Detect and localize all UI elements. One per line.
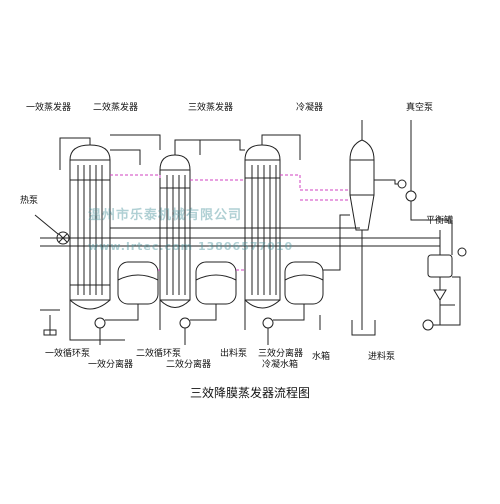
process-piping [40,134,467,345]
label-effect3-evaporator: 三效蒸发器 [188,103,234,113]
feed-pump-symbol [422,319,434,331]
label-effect3-separator: 三效分离器 [258,349,304,359]
effect3-separator [284,261,324,305]
label-feed-pump: 进料泵 [368,352,396,362]
effect2-evaporator-vessel [159,154,191,308]
effect2-circ-pump-symbol [179,317,191,329]
label-condensate-tank: 冷凝水箱 [262,360,299,370]
watermark-contact: www.lrtec.com 13806577010 [88,240,294,253]
effect2-separator [195,261,237,305]
vacuum-pump-symbol [397,120,417,202]
label-effect1-separator: 一效分离器 [88,360,134,370]
label-condenser: 冷凝器 [296,103,324,113]
label-water-tank: 水箱 [312,352,331,362]
effect1-separator [117,261,159,305]
label-effect1-evaporator: 一效蒸发器 [26,103,72,113]
diagram-title: 三效降膜蒸发器流程图 [189,386,310,400]
water-tank-vessel [351,320,376,336]
label-heat-pump: 热泵 [20,196,39,206]
label-vacuum-pump: 真空泵 [406,103,434,113]
label-effect2-evaporator: 二效蒸发器 [93,103,139,113]
effect1-circ-pump-symbol [94,317,106,329]
heat-pump-symbol [34,214,70,245]
label-effect1-circ-pump: 一效循环泵 [45,349,91,359]
label-discharge-pump: 出料泵 [220,349,248,359]
effect3-evaporator-vessel [244,144,281,309]
label-effect2-circ-pump: 二效循环泵 [136,349,182,359]
balance-tank-vessel [427,230,453,325]
vapor-dashed-lines [110,174,350,271]
discharge-pump-symbol [262,317,274,329]
label-effect2-separator: 二效分离器 [166,360,212,370]
condenser-vessel [349,120,375,330]
watermark-company: 温州市乐泰机械有限公司 [88,208,243,223]
label-balance-tank: 平衡罐 [426,216,454,226]
effect1-evaporator-vessel [69,144,111,310]
